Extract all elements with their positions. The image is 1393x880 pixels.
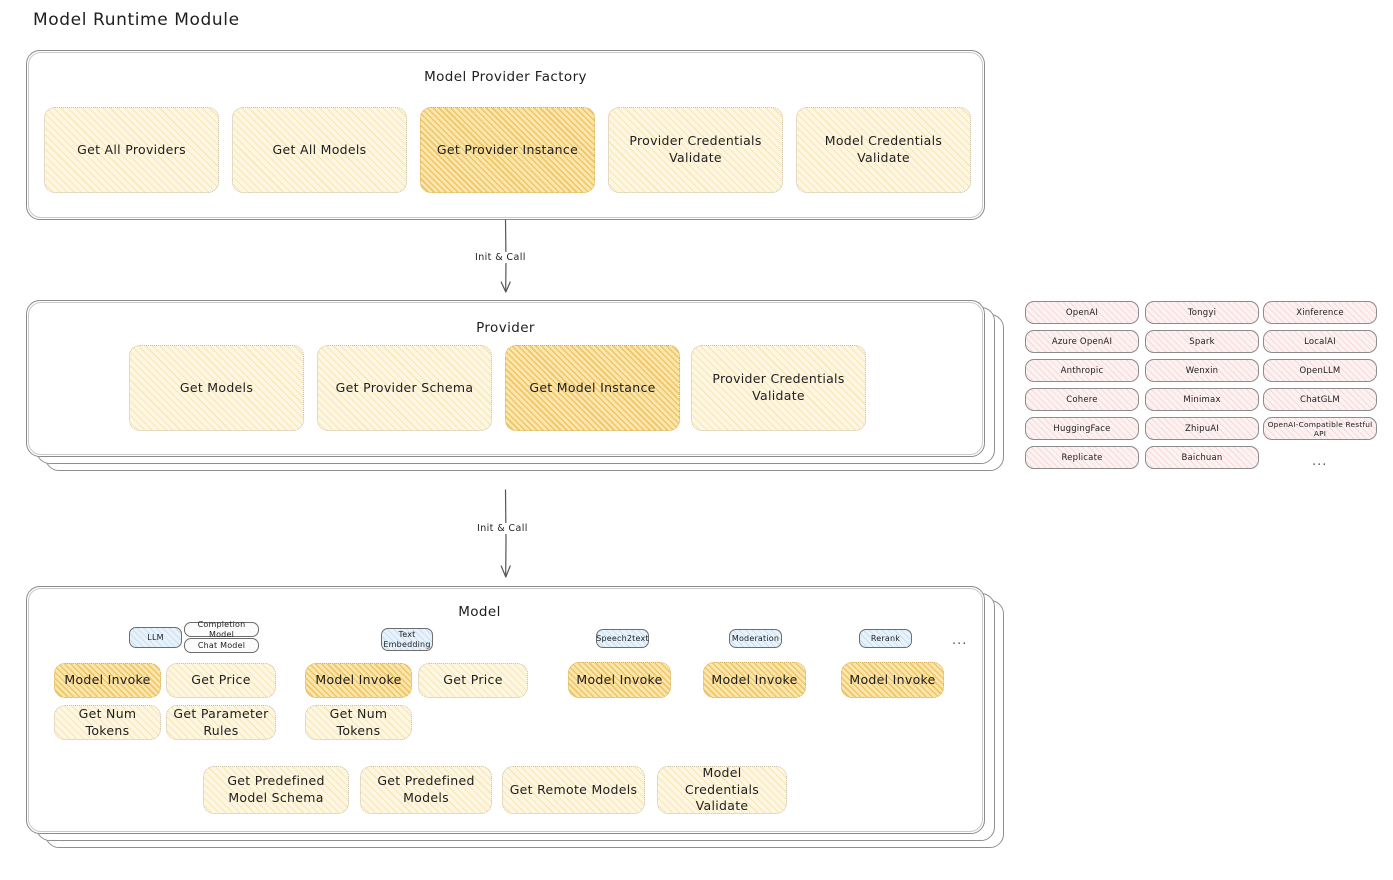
provider-method-provider-credentials-validate[interactable]: Provider Credentials Validate [691, 345, 866, 431]
model-shared-method-model-credentials-validate[interactable]: Model Credentials Validate [657, 765, 787, 814]
provider-method-get-models[interactable]: Get Models [129, 345, 304, 431]
provider-chip-openllm[interactable]: OpenLLM [1263, 359, 1377, 382]
text-embedding-method-model-invoke[interactable]: Model Invoke [305, 663, 412, 698]
model-type-badge-text-embedding[interactable]: Text Embedding [381, 628, 433, 651]
provider-chip-localai[interactable]: LocalAI [1263, 330, 1377, 353]
model-subtype-badge-completion-model[interactable]: Completion Model [184, 620, 259, 639]
model-title: Model [458, 604, 501, 620]
provider-chip-tongyi[interactable]: Tongyi [1145, 301, 1259, 324]
factory-method-model-credentials-validate[interactable]: Model Credentials Validate [796, 107, 971, 193]
moderation-method-model-invoke[interactable]: Model Invoke [703, 662, 806, 698]
model-shared-method-get-remote-models[interactable]: Get Remote Models [502, 766, 645, 814]
provider-chip-zhipuai[interactable]: ZhipuAI [1145, 417, 1259, 440]
provider-chip-openai-compatible-restful-api[interactable]: OpenAI-Compatible Restful API [1263, 417, 1377, 440]
speech2text-method-model-invoke[interactable]: Model Invoke [568, 662, 671, 698]
llm-method-get-price[interactable]: Get Price [166, 663, 276, 698]
model-shared-method-get-predefined-model-schema[interactable]: Get Predefined Model Schema [203, 766, 349, 814]
provider-chip-xinference[interactable]: Xinference [1263, 301, 1377, 324]
factory-method-get-all-providers[interactable]: Get All Providers [44, 107, 219, 193]
text-embedding-method-get-price[interactable]: Get Price [418, 663, 528, 698]
arrow-factory-to-provider-label: Init & Call [472, 252, 529, 263]
provider-list-more-ellipsis: ... [1312, 454, 1328, 469]
model-type-badge-llm[interactable]: LLM [129, 627, 182, 648]
factory-method-get-all-models[interactable]: Get All Models [232, 107, 407, 193]
llm-method-get-num-tokens[interactable]: Get Num Tokens [54, 705, 161, 740]
factory-method-get-provider-instance[interactable]: Get Provider Instance [420, 107, 595, 193]
model-type-badge-speech2text[interactable]: Speech2text [596, 629, 649, 648]
provider-chip-anthropic[interactable]: Anthropic [1025, 359, 1139, 382]
provider-chip-baichuan[interactable]: Baichuan [1145, 446, 1259, 469]
provider-title: Provider [476, 320, 535, 336]
factory-method-provider-credentials-validate[interactable]: Provider Credentials Validate [608, 107, 783, 193]
provider-method-get-provider-schema[interactable]: Get Provider Schema [317, 345, 492, 431]
provider-method-get-model-instance[interactable]: Get Model Instance [505, 345, 680, 431]
provider-chip-azure-openai[interactable]: Azure OpenAI [1025, 330, 1139, 353]
rerank-method-model-invoke[interactable]: Model Invoke [841, 662, 944, 698]
provider-chip-wenxin[interactable]: Wenxin [1145, 359, 1259, 382]
text-embedding-method-get-num-tokens[interactable]: Get Num Tokens [305, 705, 412, 740]
model-subtype-badge-chat-model[interactable]: Chat Model [184, 638, 259, 653]
provider-chip-openai[interactable]: OpenAI [1025, 301, 1139, 324]
llm-method-model-invoke[interactable]: Model Invoke [54, 663, 161, 698]
provider-chip-huggingface[interactable]: HuggingFace [1025, 417, 1139, 440]
model-types-more-ellipsis: ... [952, 633, 968, 648]
page-title: Model Runtime Module [33, 10, 240, 30]
llm-method-get-parameter-rules[interactable]: Get Parameter Rules [166, 705, 276, 740]
model-type-badge-moderation[interactable]: Moderation [729, 629, 782, 648]
arrow-provider-to-model-label: Init & Call [474, 523, 531, 534]
provider-chip-spark[interactable]: Spark [1145, 330, 1259, 353]
model-provider-factory-title: Model Provider Factory [424, 69, 587, 85]
provider-chip-cohere[interactable]: Cohere [1025, 388, 1139, 411]
model-type-badge-rerank[interactable]: Rerank [859, 629, 912, 648]
provider-chip-replicate[interactable]: Replicate [1025, 446, 1139, 469]
provider-chip-minimax[interactable]: Minimax [1145, 388, 1259, 411]
model-shared-method-get-predefined-models[interactable]: Get Predefined Models [360, 766, 492, 814]
arrow-provider-to-model [500, 489, 511, 578]
provider-chip-chatglm[interactable]: ChatGLM [1263, 388, 1377, 411]
